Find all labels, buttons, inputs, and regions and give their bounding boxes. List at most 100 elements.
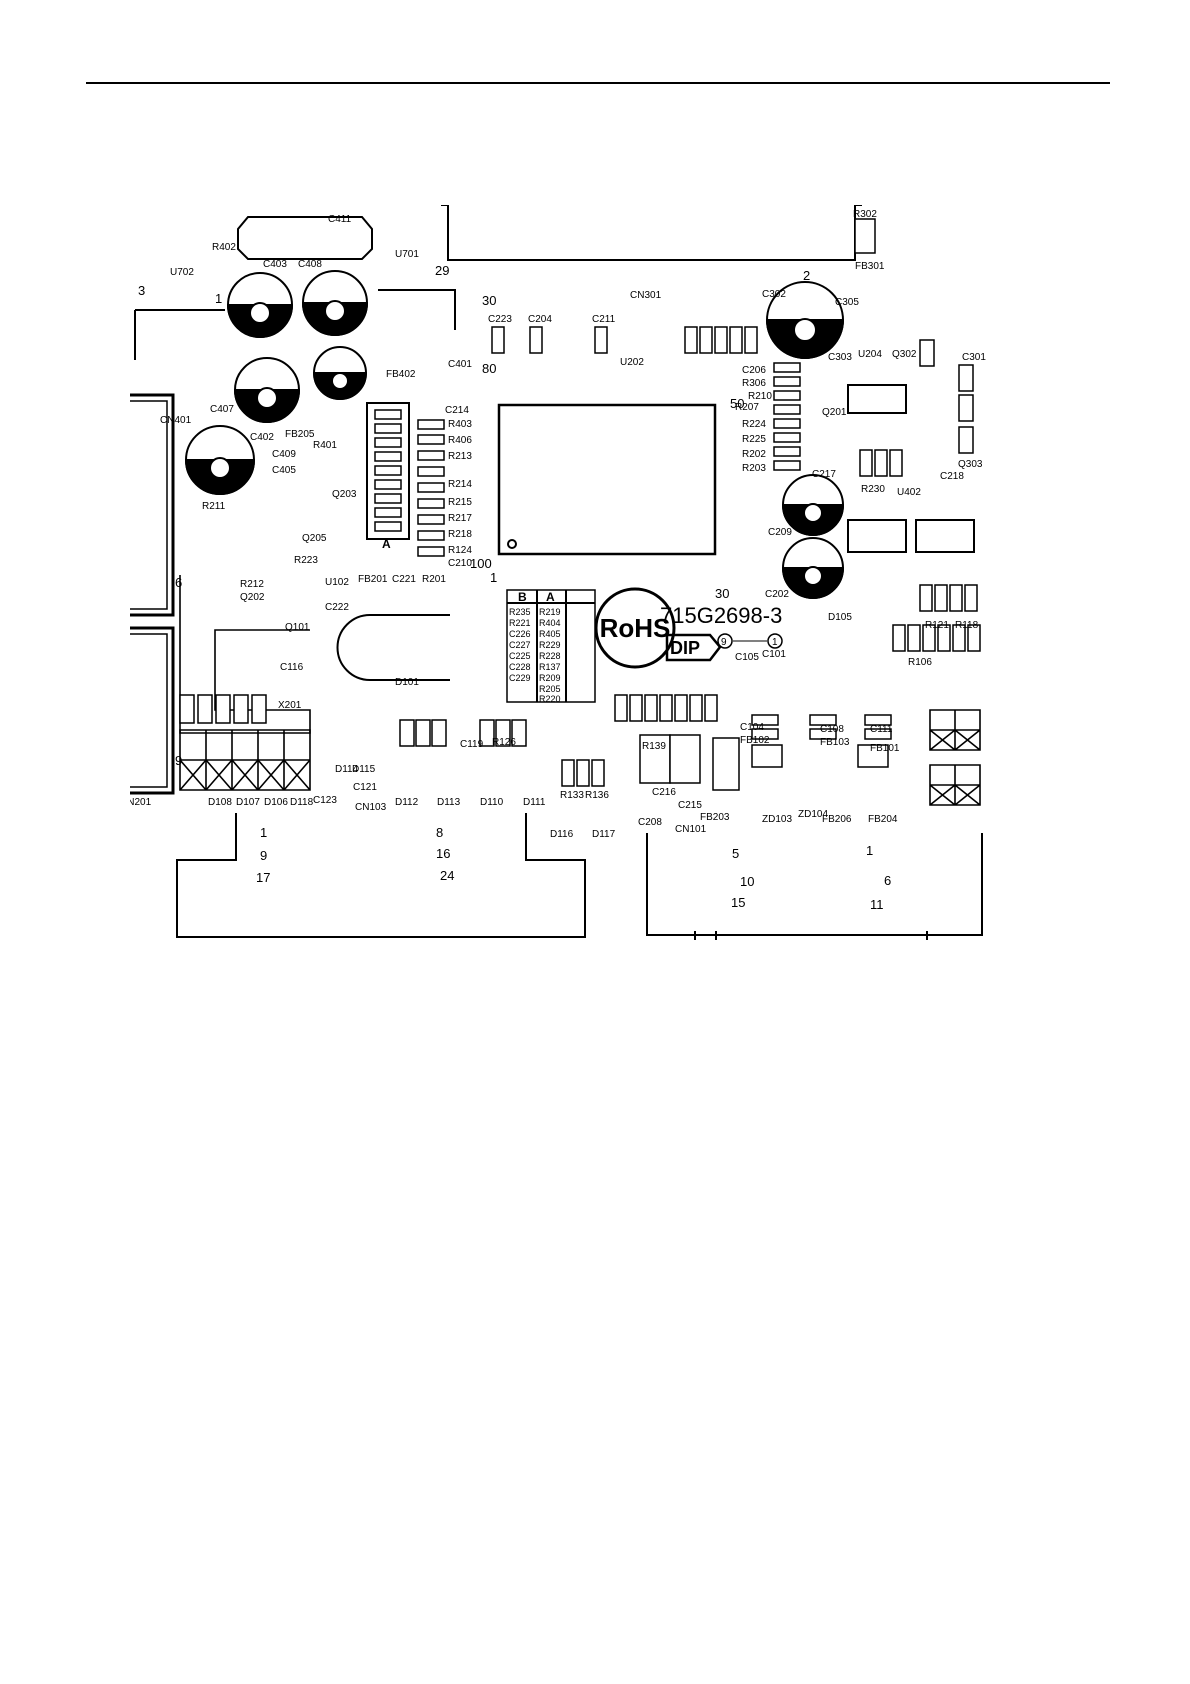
label-q302: Q302 — [892, 349, 917, 360]
ic-u202 — [497, 403, 717, 556]
dip-pin-1: 1 — [772, 637, 778, 648]
variant-a-3: R229 — [539, 640, 561, 650]
label-q101: C222 — [325, 602, 349, 613]
cn301-pin-29: 29 — [435, 263, 449, 278]
variant-b-6: C229 — [509, 673, 531, 683]
label-r225: R225 — [742, 434, 766, 445]
label-d105: D105 — [828, 612, 852, 623]
cn103-outline — [176, 813, 586, 938]
label-d107: D107 — [236, 797, 260, 808]
label-d102: FB204 — [868, 814, 898, 825]
cn103-pin-24: 24 — [440, 868, 454, 883]
label-r201: C221 — [392, 574, 416, 585]
label-r125: R223 — [294, 555, 318, 566]
variant-b-4: C225 — [509, 651, 531, 661]
cn201-pin-9: 9 — [175, 753, 182, 768]
label-r107: C104 — [740, 722, 764, 733]
cn301-pin-1: 1 — [490, 570, 497, 585]
label-c401: C401 — [448, 359, 472, 370]
label-c115: C116 — [280, 662, 304, 673]
label-r112: C108 — [820, 724, 844, 735]
cn301-pin-80: 80 — [482, 361, 496, 376]
cn103-pin-16: 16 — [436, 846, 450, 861]
label-d103: FB206 — [822, 814, 852, 825]
label-d108: D108 — [208, 797, 232, 808]
label-c405: C405 — [272, 465, 296, 476]
label-r116: C111 — [870, 724, 893, 735]
label-r217: R217 — [448, 513, 472, 524]
label-r302: R302 — [853, 209, 877, 220]
label-d112: D112 — [395, 797, 419, 808]
crystal-x201 — [336, 614, 450, 681]
variant-b-3: C227 — [509, 640, 531, 650]
label-c402: C402 — [250, 432, 274, 443]
label-cn103: CN103 — [355, 802, 387, 813]
cn103-pin-9: 9 — [260, 848, 267, 863]
label-r224: R224 — [742, 419, 766, 430]
dip-pin-9: 9 — [721, 637, 727, 648]
dip-text: DIP — [670, 638, 700, 658]
label-zd103: FB203 — [700, 812, 730, 823]
label-r230: R230 — [861, 484, 885, 495]
variant-a-2: R405 — [539, 629, 561, 639]
label-r136: R136 — [585, 790, 609, 801]
label-c104: FB102 — [740, 735, 770, 746]
label-c206: C206 — [742, 365, 766, 376]
variant-a-7: R205 — [539, 684, 561, 694]
label-r207: R207 — [735, 402, 759, 413]
label-fb201: U102 — [325, 577, 349, 588]
cn103-pin-17: 17 — [256, 870, 270, 885]
cn401-pin-1: 1 — [215, 291, 222, 306]
label-r126: R126 — [492, 737, 516, 748]
jp-pin-2: 2 — [803, 268, 810, 283]
label-fb204: C216 — [652, 787, 676, 798]
label-c111: FB101 — [870, 743, 900, 754]
label-r133: R133 — [560, 790, 584, 801]
label-d114: D114 — [335, 764, 359, 775]
label-d110: D110 — [480, 797, 504, 808]
label-d117: D117 — [592, 829, 616, 840]
label-r214: R214 — [448, 479, 472, 490]
label-x201: D101 — [395, 677, 419, 688]
label-r218: R218 — [448, 529, 472, 540]
label-c108: FB103 — [820, 737, 850, 748]
cn101-pin-5: 5 — [732, 846, 739, 861]
variant-b-5: C228 — [509, 662, 531, 672]
label-u702: U702 — [170, 267, 194, 278]
pcb-silkscreen-diagram: C411 R402 U701 U702 C403 C408 FB402 C401… — [130, 205, 986, 940]
label-c221: FB201 — [358, 574, 388, 585]
cn301-pin-30: 30 — [482, 293, 496, 308]
label-u202: U202 — [620, 357, 644, 368]
label-q203: Q203 — [332, 489, 357, 500]
label-r134: Q101 — [285, 622, 310, 633]
variant-header-a: A — [546, 590, 555, 604]
label-c209: C209 — [768, 527, 792, 538]
label-u402: U402 — [897, 487, 921, 498]
label-c119: C119 — [460, 739, 484, 750]
resistor-pack-marker: A — [382, 537, 391, 551]
label-r403: R403 — [448, 419, 472, 430]
label-c302: C302 — [762, 289, 786, 300]
variant-b-2: C226 — [509, 629, 531, 639]
label-c210: C210 — [448, 558, 472, 569]
label-c222: R201 — [422, 574, 446, 585]
cn101-pin-6: 6 — [884, 873, 891, 888]
variant-table-frame — [506, 589, 596, 703]
label-c202: C202 — [765, 589, 789, 600]
label-r123: X201 — [278, 700, 302, 711]
label-c123: C123 — [313, 795, 337, 806]
cn401-pin-3: 3 — [138, 283, 145, 298]
label-r202: R202 — [742, 449, 766, 460]
label-c103: R106 — [908, 657, 932, 668]
dip-arrow — [665, 633, 722, 662]
cn301-pin-100: 100 — [470, 556, 492, 571]
label-c407: C407 — [210, 404, 234, 415]
label-r203: R203 — [742, 463, 766, 474]
label-r210: R210 — [748, 391, 772, 402]
variant-b-1: R221 — [509, 618, 531, 628]
cn101-pin-11: 11 — [870, 897, 884, 912]
label-cn401: CN401 — [160, 415, 192, 426]
cn103-pin-8: 8 — [436, 825, 443, 840]
label-c411: C411 — [328, 214, 352, 225]
label-c121: C121 — [353, 782, 377, 793]
